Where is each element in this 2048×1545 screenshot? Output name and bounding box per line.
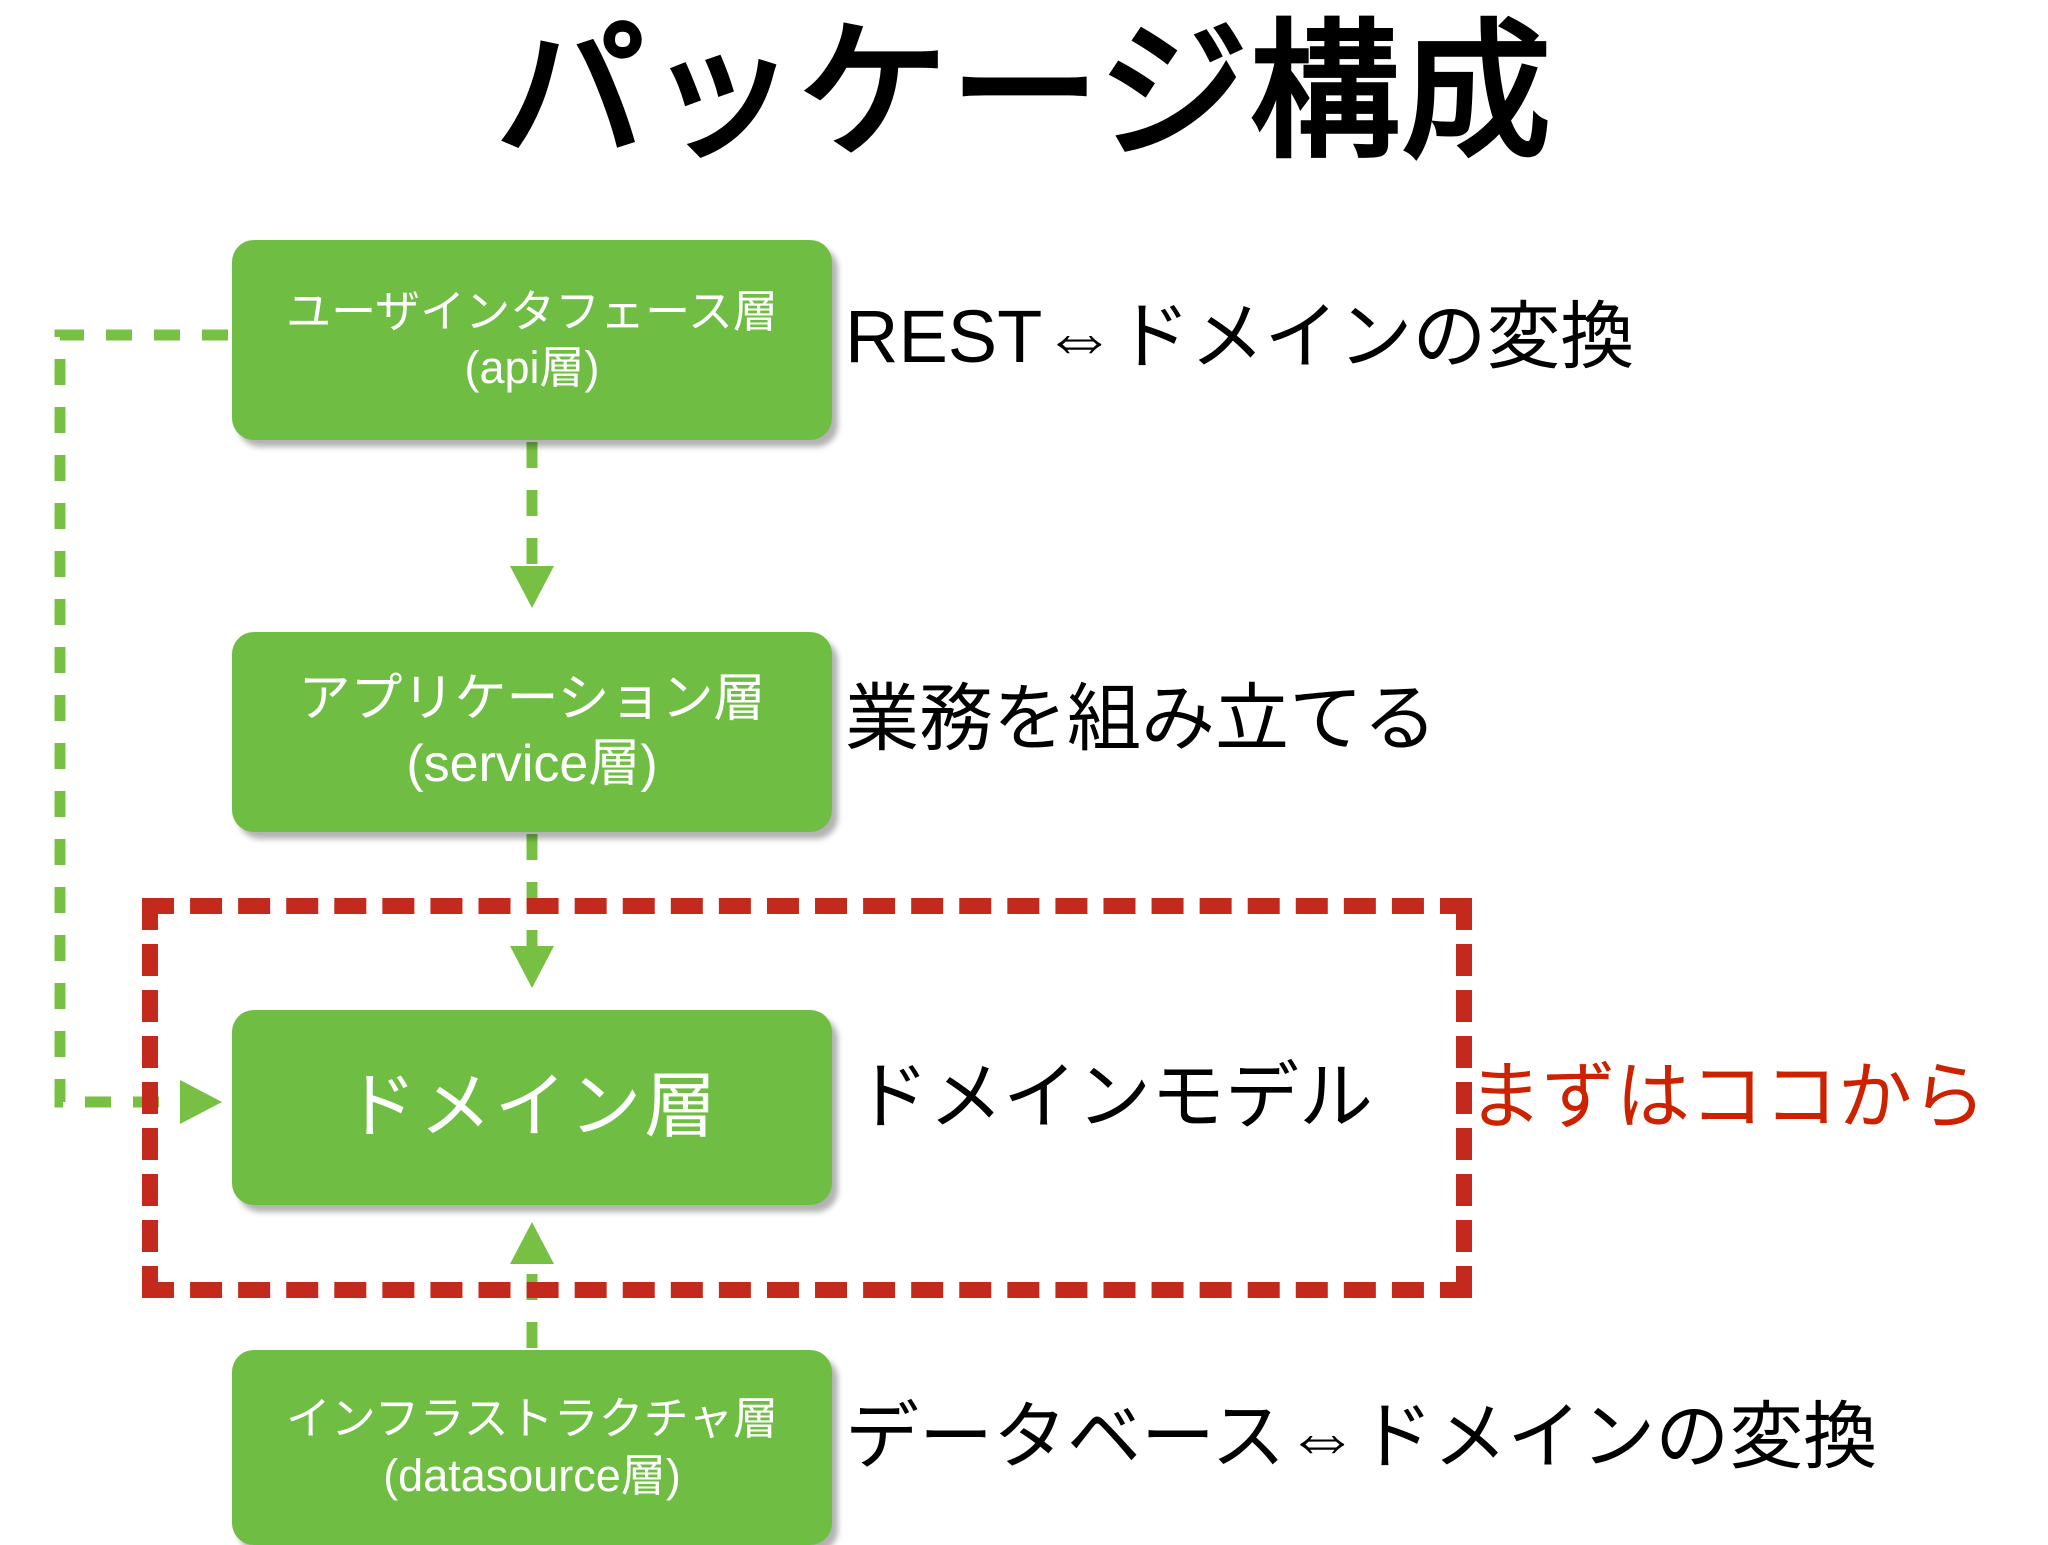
layer-box-application[interactable]: アプリケーション層 (service層) (232, 632, 832, 832)
caption-infrastructure: データベース⇔ドメインの変換 (845, 1395, 1878, 1478)
page-title: パッケージ構成 (495, 8, 1553, 176)
layer-box-ui[interactable]: ユーザインタフェース層 (api層) (232, 240, 832, 440)
caption-ui: REST⇔ドメインの変換 (845, 295, 1635, 378)
layer-box-domain[interactable]: ドメイン層 (232, 1010, 832, 1205)
layer-ui-name: ユーザインタフェース層 (286, 285, 778, 337)
layer-infrastructure-package: (datasource層) (383, 1449, 681, 1501)
caption-domain: ドメインモデル (855, 1055, 1373, 1138)
layer-application-name: アプリケーション層 (298, 670, 766, 728)
layer-ui-package: (api層) (464, 342, 600, 393)
layer-application-package: (service層) (406, 735, 658, 793)
caption-application: 業務を組み立てる (845, 677, 1437, 760)
layer-domain-name: ドメイン層 (344, 1067, 720, 1148)
red-emphasis-note: まずはココから (1468, 1055, 1986, 1138)
arrow-ui-to-app (510, 442, 554, 608)
layer-box-infrastructure[interactable]: インフラストラクチャ層 (datasource層) (232, 1350, 832, 1545)
layer-infrastructure-name: インフラストラクチャ層 (285, 1393, 779, 1445)
